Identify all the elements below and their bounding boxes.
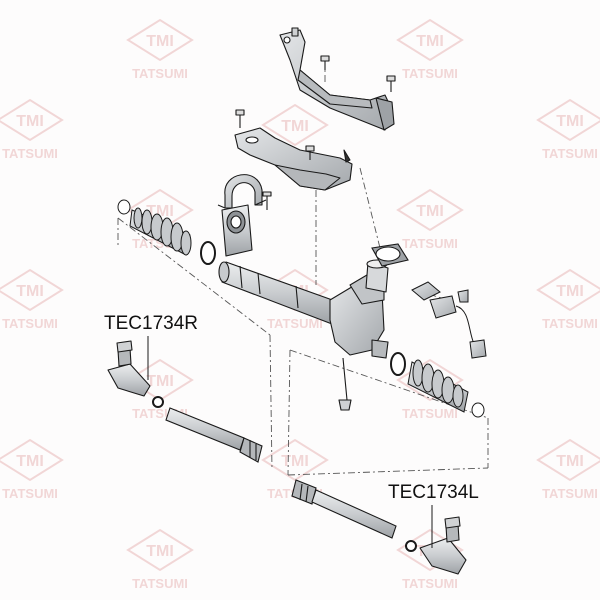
watermark-logo: TMI TATSUMI <box>396 188 464 251</box>
watermark-logo: TMI TATSUMI <box>0 438 64 501</box>
svg-text:TMI: TMI <box>556 113 584 130</box>
svg-text:TMI: TMI <box>16 113 44 130</box>
inner-tie-rod-lower <box>291 479 397 539</box>
svg-text:TMI: TMI <box>281 118 309 135</box>
watermark-logo: TMI TATSUMI <box>536 98 600 161</box>
lower-mounting-bracket <box>234 109 353 191</box>
svg-text:TMI: TMI <box>146 543 174 560</box>
svg-text:TMI: TMI <box>16 283 44 300</box>
svg-text:TATSUMI: TATSUMI <box>542 146 598 161</box>
part-number-label-right: TEC1734R <box>104 313 198 334</box>
svg-text:TATSUMI: TATSUMI <box>542 316 598 331</box>
svg-text:TMI: TMI <box>146 373 174 390</box>
svg-text:TMI: TMI <box>416 33 444 50</box>
tie-rod-end-right-part <box>107 340 164 408</box>
svg-text:TMI: TMI <box>146 33 174 50</box>
inner-tie-rod-upper <box>165 407 263 463</box>
watermark-logo: TMI TATSUMI <box>0 268 64 331</box>
svg-text:TATSUMI: TATSUMI <box>2 486 58 501</box>
svg-text:TATSUMI: TATSUMI <box>132 66 188 81</box>
svg-text:TMI: TMI <box>416 203 444 220</box>
watermark-logo: TMI TATSUMI <box>126 528 194 591</box>
steering-rack-housing <box>218 259 389 411</box>
part-number-label-left: TEC1734L <box>388 482 479 503</box>
connector-clip-and-sensor <box>411 281 487 359</box>
tie-rod-end-left-part <box>405 516 467 575</box>
watermark-logo: TMI TATSUMI <box>536 268 600 331</box>
right-bellows-boot <box>390 352 485 418</box>
svg-text:TMI: TMI <box>16 453 44 470</box>
watermark-logo: TMI TATSUMI <box>0 98 64 161</box>
svg-text:TATSUMI: TATSUMI <box>402 66 458 81</box>
watermark-logo: TMI TATSUMI <box>126 18 194 81</box>
svg-text:TMI: TMI <box>146 203 174 220</box>
left-bellows-boot <box>117 199 216 265</box>
svg-text:TATSUMI: TATSUMI <box>132 576 188 591</box>
upper-mounting-bracket <box>279 27 396 131</box>
svg-text:TATSUMI: TATSUMI <box>542 486 598 501</box>
rack-clamp-and-bushing <box>217 174 272 257</box>
svg-text:TMI: TMI <box>556 453 584 470</box>
svg-text:TATSUMI: TATSUMI <box>402 236 458 251</box>
svg-text:TATSUMI: TATSUMI <box>402 576 458 591</box>
pinion-seal-cover <box>371 243 409 267</box>
svg-text:TMI: TMI <box>556 283 584 300</box>
svg-text:TATSUMI: TATSUMI <box>2 146 58 161</box>
part-number-callouts <box>147 336 433 548</box>
watermark-logo: TMI TATSUMI <box>536 438 600 501</box>
watermark-logo: TMI TATSUMI <box>396 18 464 81</box>
svg-text:TATSUMI: TATSUMI <box>2 316 58 331</box>
svg-text:TATSUMI: TATSUMI <box>267 316 323 331</box>
svg-text:TATSUMI: TATSUMI <box>402 406 458 421</box>
